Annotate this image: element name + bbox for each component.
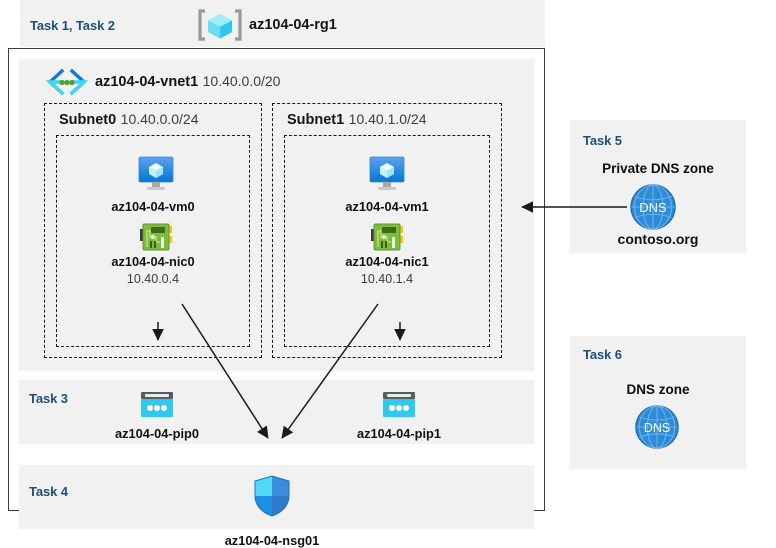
- dns-icon-text: DNS: [644, 421, 670, 435]
- header-strip: [20, 0, 545, 47]
- nsg-label: az104-04-nsg01: [224, 533, 320, 548]
- nic0-label: az104-04-nic0: [111, 254, 195, 269]
- dns-icon-text: DNS: [639, 200, 667, 215]
- network-interface-icon: [370, 222, 404, 252]
- task-label-5: Task 5: [583, 133, 622, 148]
- subnet1-inner-box: [284, 135, 490, 347]
- public-ip-icon: [139, 390, 175, 420]
- subnet0-boundary: [44, 103, 262, 358]
- task-label-6: Task 6: [583, 347, 622, 362]
- private-dns-zone-name: contoso.org: [617, 231, 699, 247]
- network-security-group-shield-icon: [253, 475, 291, 517]
- dns-zone-title: DNS zone: [626, 382, 690, 397]
- resource-group-cube-icon: [197, 8, 243, 42]
- public-ip-icon: [381, 390, 417, 420]
- subnet0-inner-box: [56, 135, 250, 347]
- vnet-name: az104-04-vnet1: [95, 74, 199, 90]
- virtual-network-icon: [45, 68, 89, 96]
- nic1-ip: 10.40.1.4: [360, 272, 414, 286]
- subnet1-name: Subnet1: [287, 112, 345, 128]
- vnet-heading: az104-04-vnet1 10.40.0.0/20: [95, 73, 280, 91]
- subnet0-heading: Subnet0 10.40.0.0/24: [59, 111, 199, 129]
- vm0-label: az104-04-vm0: [111, 199, 195, 214]
- task3-panel: [19, 380, 534, 444]
- vnet-cidr: 10.40.0.0/20: [202, 73, 281, 89]
- subnet1-cidr: 10.40.1.0/24: [348, 111, 427, 127]
- subnet0-cidr: 10.40.0.0/24: [120, 111, 199, 127]
- pip1-label: az104-04-pip1: [357, 426, 441, 441]
- task-label-4: Task 4: [29, 484, 68, 499]
- network-interface-icon: [139, 222, 173, 252]
- vm1-label: az104-04-vm1: [345, 199, 429, 214]
- subnet1-heading: Subnet1 10.40.1.0/24: [287, 111, 427, 129]
- private-dns-zone-title: Private DNS zone: [602, 161, 714, 176]
- task-label-3: Task 3: [29, 391, 68, 406]
- nic0-ip: 10.40.0.4: [126, 272, 180, 286]
- subnet0-name: Subnet0: [59, 112, 117, 128]
- task-label-1-2: Task 1, Task 2: [30, 18, 115, 33]
- virtual-machine-icon: [368, 155, 406, 193]
- vnet-panel: az104-04-vnet1 10.40.0.0/20 Subnet0 10.4…: [19, 59, 534, 371]
- diagram-canvas: Task 1, Task 2 az104-04-rg1: [8, 0, 746, 548]
- resource-group-container: az104-04-vnet1 10.40.0.0/20 Subnet0 10.4…: [8, 48, 545, 548]
- dns-globe-icon: DNS: [634, 404, 680, 450]
- resource-group-name: az104-04-rg1: [249, 17, 337, 33]
- dns-globe-icon: DNS: [629, 183, 677, 231]
- subnet1-boundary: [272, 103, 502, 358]
- pip0-label: az104-04-pip0: [115, 426, 199, 441]
- nic1-label: az104-04-nic1: [345, 254, 429, 269]
- virtual-machine-icon: [137, 155, 175, 193]
